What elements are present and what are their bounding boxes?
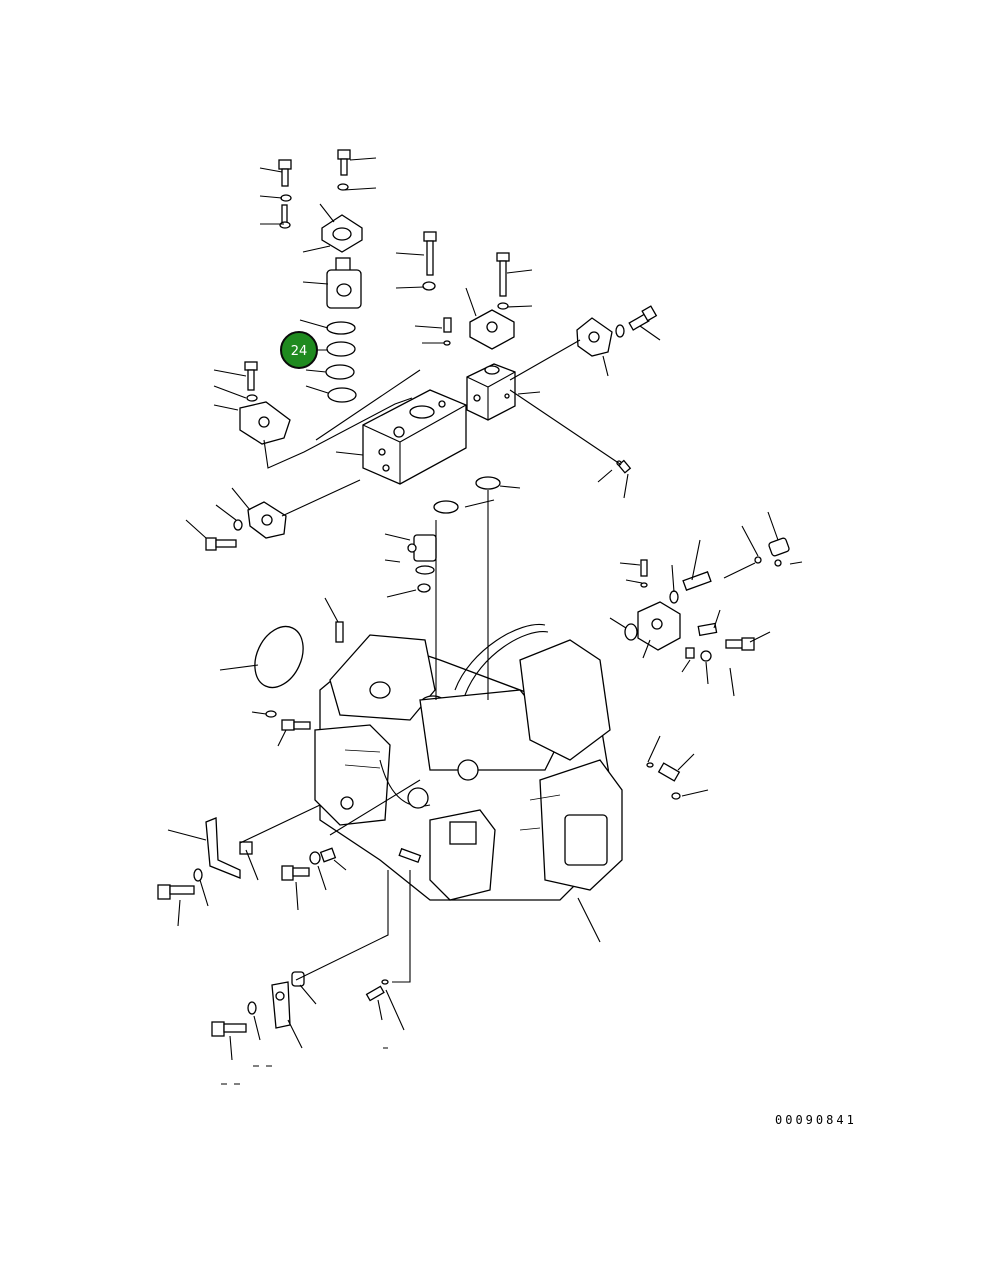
manifold-block <box>362 389 467 485</box>
plug <box>398 847 422 864</box>
o-ring <box>325 364 355 380</box>
o-ring <box>774 559 782 567</box>
bolt <box>281 865 310 881</box>
clamp <box>319 847 337 863</box>
o-ring <box>433 500 459 514</box>
flange <box>469 309 515 350</box>
bolt <box>423 231 437 276</box>
elbow-fitting <box>768 537 790 557</box>
washer <box>669 590 679 604</box>
valve-block <box>466 363 516 421</box>
valve-block <box>637 601 681 651</box>
washer <box>615 324 625 338</box>
plug <box>640 559 648 577</box>
washer <box>193 868 203 882</box>
washer <box>700 650 712 662</box>
flange <box>239 401 291 445</box>
callout-badge[interactable]: 24 <box>280 331 318 369</box>
o-ring <box>475 476 501 490</box>
bracket <box>271 981 291 1029</box>
split-flange <box>576 317 613 357</box>
washer <box>247 1001 257 1015</box>
bracket <box>205 817 241 879</box>
split-flange <box>247 501 287 539</box>
bolt <box>281 719 311 731</box>
plug <box>443 317 452 333</box>
bolt <box>337 149 351 176</box>
o-ring <box>407 543 417 553</box>
bolt <box>496 252 510 297</box>
clamp <box>697 622 718 637</box>
washer <box>337 183 349 191</box>
o-ring <box>624 623 638 641</box>
plug <box>335 621 344 643</box>
bolt <box>725 637 755 651</box>
pump-assembly <box>314 623 623 901</box>
o-ring <box>381 979 389 985</box>
flange <box>321 214 363 253</box>
bolt <box>211 1021 247 1037</box>
o-ring <box>326 341 356 357</box>
o-ring <box>754 556 762 564</box>
washer <box>309 851 321 865</box>
leader-lines <box>167 157 803 1085</box>
o-ring <box>671 792 681 800</box>
washer <box>246 394 258 402</box>
o-ring <box>417 583 431 593</box>
plug <box>685 647 695 659</box>
bolt <box>682 571 712 591</box>
o-ring-large <box>254 625 304 689</box>
valve-spool <box>326 257 362 309</box>
plug <box>365 985 385 1002</box>
bolt <box>628 305 658 331</box>
bolt <box>205 537 237 551</box>
washer <box>497 302 509 310</box>
o-ring <box>646 762 654 768</box>
bolt <box>157 884 195 900</box>
bolt <box>278 159 292 187</box>
callout-label: 24 <box>291 344 308 359</box>
o-ring <box>640 582 648 588</box>
washer <box>233 519 243 531</box>
o-ring <box>326 321 356 335</box>
o-ring <box>443 340 451 346</box>
bolt <box>239 841 253 855</box>
elbow-fitting <box>657 762 681 782</box>
drawing-number: 00090841 <box>775 1113 857 1127</box>
washer <box>280 194 292 202</box>
washer <box>422 281 436 291</box>
o-ring <box>327 387 357 403</box>
elbow-fitting <box>413 534 437 575</box>
washer <box>265 710 277 718</box>
bolt <box>244 361 258 391</box>
